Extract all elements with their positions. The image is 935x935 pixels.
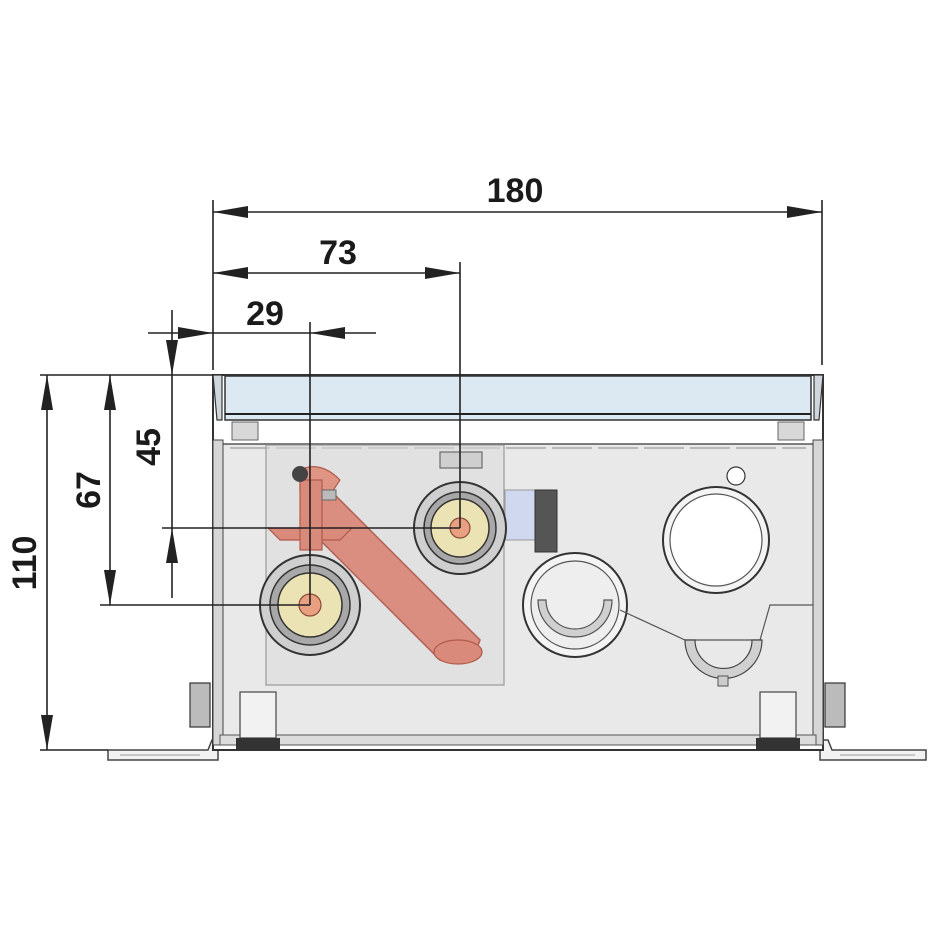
leveling-screw-left (189, 682, 280, 750)
mounting-foot-left (107, 739, 219, 761)
knockout-hole-right (662, 466, 770, 594)
dim-label-110: 110 (6, 536, 44, 591)
mounting-foot-right (819, 739, 927, 761)
dim-label-73: 73 (319, 234, 357, 272)
leveling-screw-right (756, 682, 846, 750)
pipe-clamp (619, 604, 813, 687)
dim-label-29: 29 (246, 295, 284, 333)
dimension-height-total: 110 (6, 374, 213, 751)
knockout-hole-middle (522, 552, 628, 658)
dim-label-180: 180 (487, 172, 544, 210)
thermostatic-valve (266, 466, 483, 665)
dim-label-45: 45 (130, 428, 168, 466)
dimension-second-pipe-offset: 73 (213, 234, 461, 528)
dimension-first-pipe-offset: 29 (148, 295, 376, 605)
dim-label-67: 67 (70, 471, 108, 509)
top-grille (212, 374, 824, 441)
dimension-height-first-pipe: 67 (70, 375, 310, 606)
dimension-width-total: 180 (212, 172, 823, 370)
dimension-height-second-pipe: 45 (130, 310, 460, 598)
